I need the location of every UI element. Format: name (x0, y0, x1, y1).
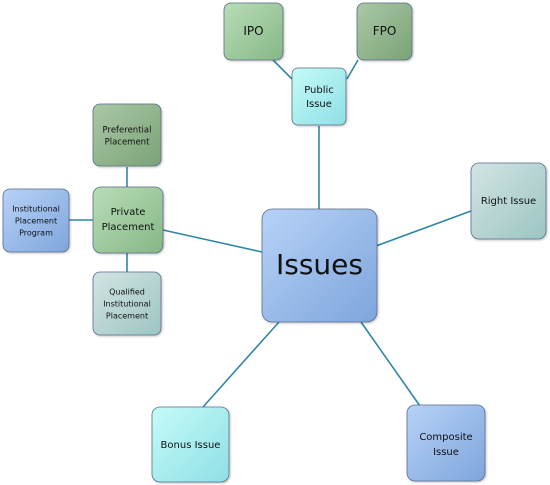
fpo-node: FPO (356, 2, 413, 61)
right-issue-node: Right Issue (470, 162, 547, 240)
connector-bonus-center (202, 321, 280, 408)
qualified-institutional-placement-node: Qualified Institutional Placement (92, 271, 162, 336)
right-issue-label: Right Issue (481, 196, 536, 207)
connector-lines (69, 59, 472, 408)
public-issue-label-line-1: Public (304, 85, 334, 96)
bonus-issue-node: Bonus Issue (151, 406, 230, 483)
connector-right-center (375, 210, 472, 247)
private-placement-label-line-1: Private (111, 207, 146, 218)
institutional-placement-program-node: Institutional Placement Program (2, 188, 70, 253)
preferential-placement-label-line-1: Preferential (103, 126, 152, 136)
institutional-placement-program-label-line-2: Placement (15, 217, 57, 226)
fpo-label: FPO (373, 24, 397, 38)
bonus-issue-label: Bonus Issue (161, 440, 221, 451)
composite-issue-label-line-2: Issue (433, 447, 459, 458)
issues-center-node: Issues (261, 208, 378, 323)
qualified-institutional-placement-label-line-2: Institutional (103, 300, 151, 309)
connector-private-center (162, 229, 263, 253)
private-placement-label-line-2: Placement (102, 222, 155, 233)
issues-center-label: Issues (276, 248, 363, 281)
composite-issue-node: Composite Issue (406, 404, 486, 482)
public-issue-node: Public Issue (291, 67, 347, 126)
private-placement-node: Private Placement (92, 186, 164, 254)
composite-issue-label-line-1: Composite (419, 432, 472, 443)
qualified-institutional-placement-label-line-3: Placement (106, 312, 148, 321)
connector-composite-center (360, 321, 421, 407)
ipo-node: IPO (223, 2, 284, 61)
connector-public-ipo (272, 59, 293, 80)
qualified-institutional-placement-label-line-1: Qualified (109, 288, 145, 297)
public-issue-label-line-2: Issue (306, 99, 332, 110)
preferential-placement-node: Preferential Placement (92, 103, 162, 167)
institutional-placement-program-label-line-3: Program (19, 229, 53, 238)
preferential-placement-label-line-2: Placement (105, 138, 150, 148)
connector-public-fpo (346, 59, 359, 80)
institutional-placement-program-label-line-1: Institutional (12, 205, 60, 214)
ipo-label: IPO (243, 24, 263, 38)
